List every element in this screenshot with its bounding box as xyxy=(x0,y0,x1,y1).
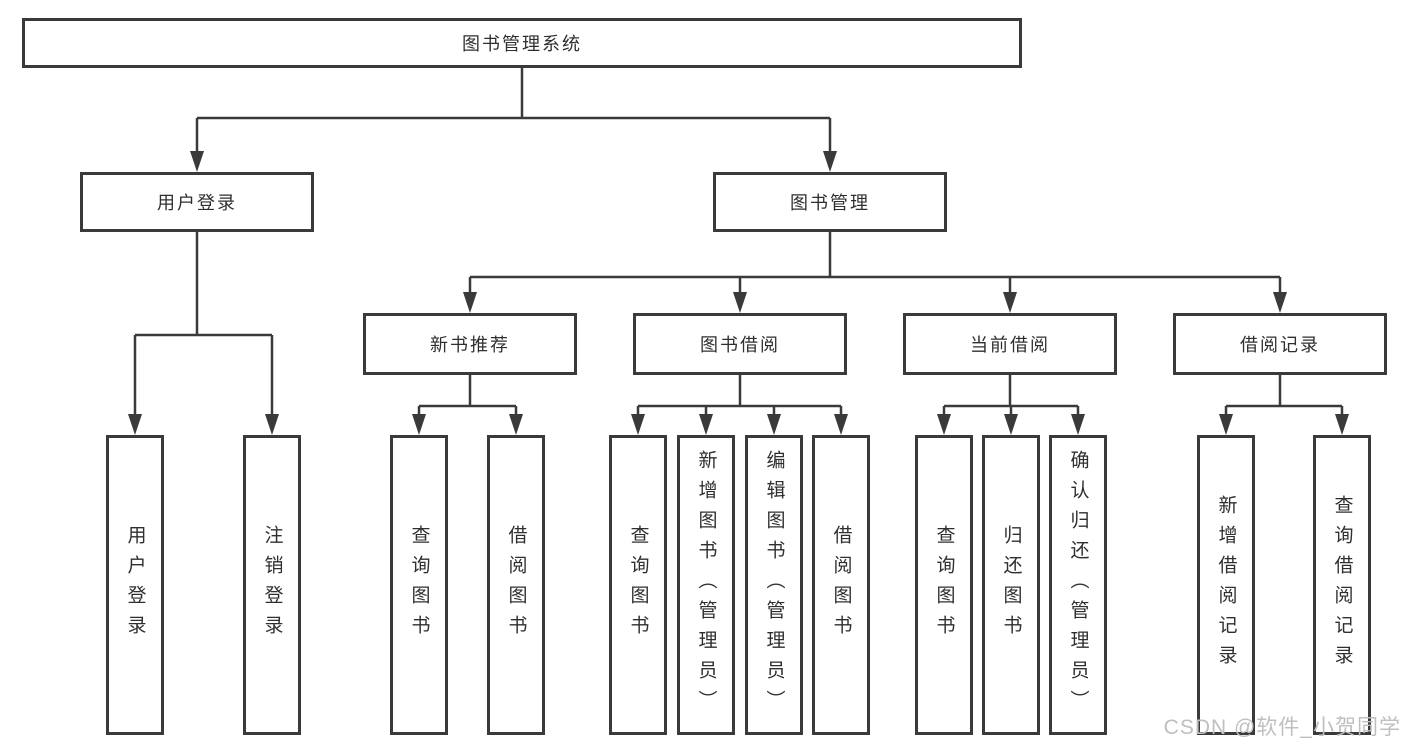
leaf-user-login: 用户登录 xyxy=(106,435,164,735)
leaf-borrow-books-2: 借阅图书 xyxy=(812,435,870,735)
leaf-borrow-books-1: 借阅图书 xyxy=(487,435,545,735)
node-borrow-records-label: 借阅记录 xyxy=(1240,335,1320,355)
leaf-query-books-1: 查询图书 xyxy=(390,435,448,735)
node-new-book-recommend-label: 新书推荐 xyxy=(430,335,510,355)
node-user-login: 用户登录 xyxy=(80,172,314,232)
node-current-borrow: 当前借阅 xyxy=(903,313,1117,375)
node-book-management-label: 图书管理 xyxy=(790,193,870,213)
leaf-query-books-3: 查询图书 xyxy=(915,435,973,735)
leaf-query-borrow-record: 查询借阅记录 xyxy=(1313,435,1371,735)
leaf-confirm-return-admin: 确认归还（管理员） xyxy=(1049,435,1107,735)
leaf-add-book-admin: 新增图书（管理员） xyxy=(677,435,735,735)
leaf-add-borrow-record-label: 新增借阅记录 xyxy=(1215,495,1237,675)
node-user-login-label: 用户登录 xyxy=(157,193,237,213)
leaf-borrow-books-1-label: 借阅图书 xyxy=(505,525,527,645)
leaf-add-book-admin-label: 新增图书（管理员） xyxy=(695,450,717,720)
leaf-logout-login-label: 注销登录 xyxy=(261,525,283,645)
leaf-logout-login: 注销登录 xyxy=(243,435,301,735)
leaf-query-books-2-label: 查询图书 xyxy=(627,525,649,645)
node-book-management: 图书管理 xyxy=(713,172,947,232)
leaf-query-books-2: 查询图书 xyxy=(609,435,667,735)
node-book-borrow-label: 图书借阅 xyxy=(700,335,780,355)
node-root: 图书管理系统 xyxy=(22,18,1022,68)
node-book-borrow: 图书借阅 xyxy=(633,313,847,375)
leaf-query-books-1-label: 查询图书 xyxy=(408,525,430,645)
leaf-query-borrow-record-label: 查询借阅记录 xyxy=(1331,495,1353,675)
leaf-user-login-label: 用户登录 xyxy=(124,525,146,645)
node-borrow-records: 借阅记录 xyxy=(1173,313,1387,375)
leaf-edit-book-admin-label: 编辑图书（管理员） xyxy=(763,450,785,720)
leaf-edit-book-admin: 编辑图书（管理员） xyxy=(745,435,803,735)
leaf-confirm-return-admin-label: 确认归还（管理员） xyxy=(1067,450,1089,720)
leaf-add-borrow-record: 新增借阅记录 xyxy=(1197,435,1255,735)
node-current-borrow-label: 当前借阅 xyxy=(970,335,1050,355)
csdn-watermark: CSDN @软件_小贺同学 xyxy=(1163,716,1401,739)
leaf-return-book: 归还图书 xyxy=(982,435,1040,735)
arrowheads xyxy=(128,151,1349,435)
leaf-return-book-label: 归还图书 xyxy=(1000,525,1022,645)
node-new-book-recommend: 新书推荐 xyxy=(363,313,577,375)
leaf-borrow-books-2-label: 借阅图书 xyxy=(830,525,852,645)
node-root-label: 图书管理系统 xyxy=(462,34,582,54)
leaf-query-books-3-label: 查询图书 xyxy=(933,525,955,645)
